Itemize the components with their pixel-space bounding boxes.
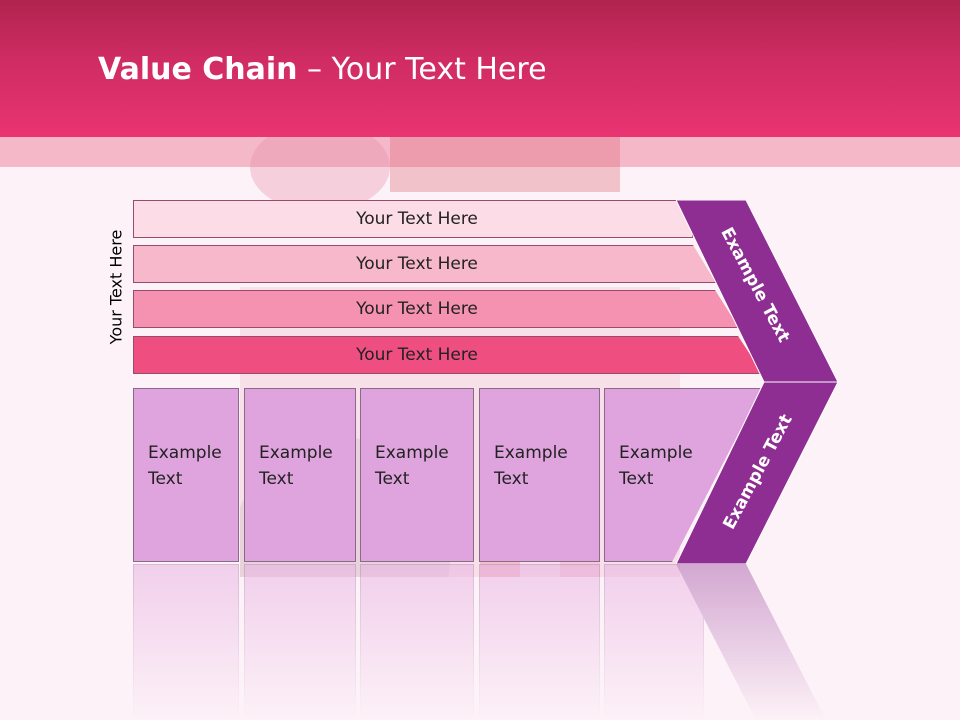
- box-2-line-2: Text: [259, 469, 294, 489]
- box-1-line-2: Text: [148, 469, 183, 489]
- margin-chevron: [676, 200, 839, 564]
- slide-title: Value Chain – Your Text Here: [98, 52, 547, 87]
- support-bar-2: Your Text Here: [133, 245, 716, 283]
- reflection-box-3: [360, 564, 474, 720]
- box-3-line-2: Text: [375, 469, 410, 489]
- primary-activity-box-1: Example Text: [133, 388, 239, 562]
- title-rest: – Your Text Here: [297, 52, 547, 87]
- box-2-line-1: Example: [259, 443, 333, 463]
- primary-activity-box-4: Example Text: [479, 388, 600, 562]
- box-4-line-2: Text: [494, 469, 529, 489]
- box-5-line-2: Text: [619, 469, 654, 489]
- reflection-box-4: [479, 564, 600, 720]
- diagram-reflection: [130, 564, 850, 720]
- support-bar-2-label: Your Text Here: [356, 254, 478, 274]
- support-bar-3-label: Your Text Here: [356, 299, 478, 319]
- title-bold: Value Chain: [98, 52, 298, 87]
- primary-activity-box-2: Example Text: [244, 388, 356, 562]
- box-1-line-1: Example: [148, 443, 222, 463]
- box-4-line-1: Example: [494, 443, 568, 463]
- side-label-text: Your Text Here: [106, 229, 126, 345]
- support-bar-1-label: Your Text Here: [356, 209, 478, 229]
- box-3-line-1: Example: [375, 443, 449, 463]
- box-5-line-1: Example: [619, 443, 693, 463]
- support-bar-4-label: Your Text Here: [356, 345, 478, 365]
- support-bar-1: Your Text Here: [133, 200, 693, 238]
- support-bar-3: Your Text Here: [133, 290, 739, 328]
- reflection-box-5: [604, 564, 704, 720]
- reflection-box-1: [133, 564, 239, 720]
- reflection-box-2: [244, 564, 356, 720]
- support-bar-4: Your Text Here: [133, 336, 763, 374]
- primary-activity-box-3: Example Text: [360, 388, 474, 562]
- reflection-chevron: [676, 564, 826, 720]
- header-banner: [0, 0, 960, 137]
- header-band: [0, 137, 960, 167]
